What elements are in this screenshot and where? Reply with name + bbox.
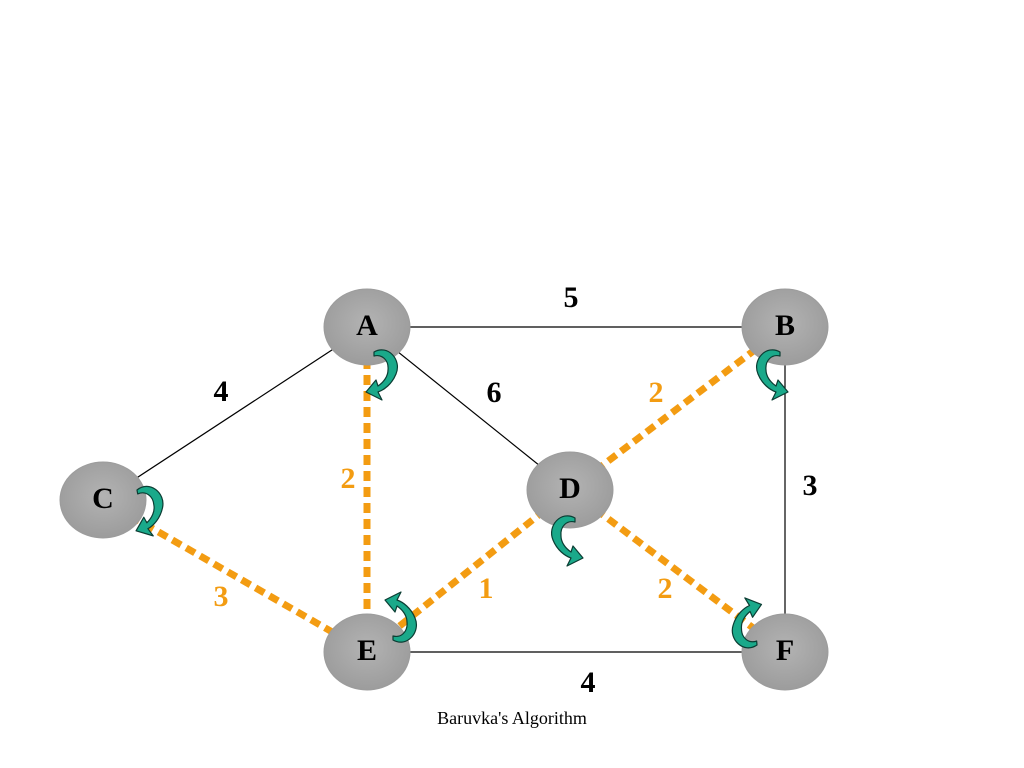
edge-weight-bf: 3: [803, 469, 818, 502]
arrows-layer: [135, 349, 789, 649]
node-circle: [323, 288, 411, 366]
edge-weight-ce: 3: [214, 580, 229, 613]
edge-weight-db: 2: [649, 376, 664, 409]
node-circle: [741, 613, 829, 691]
mst-edge-de: [364, 487, 573, 655]
edge-weight-de: 1: [479, 572, 494, 605]
mst-edge-df: [567, 487, 788, 655]
edge-weight-ae: 2: [341, 462, 356, 495]
curved-arrow-icon-c: [135, 485, 164, 537]
nodes-layer: A B C D E F: [59, 288, 829, 691]
node-circle: [526, 451, 614, 529]
curved-arrow-icon-a: [365, 349, 398, 401]
node-label: E: [357, 634, 377, 667]
node-circle: [323, 613, 411, 691]
edge-weight-ad: 6: [487, 376, 502, 409]
node-label: C: [92, 482, 114, 515]
node-circle: [59, 461, 147, 539]
curved-arrow-icon-d: [551, 515, 584, 567]
curved-arrow-icon-f: [731, 597, 763, 649]
node-c: C: [59, 461, 147, 539]
weights-layer: 5 4 6 3 4 2 3 1 2 2: [214, 281, 818, 699]
node-b: B: [741, 288, 829, 366]
mst-edge-db: [567, 324, 788, 493]
edges-layer: [101, 324, 788, 656]
edge-weight-ab: 5: [564, 281, 579, 314]
edge-weight-ef: 4: [581, 666, 596, 699]
diagram-caption: Baruvka's Algorithm: [437, 708, 587, 728]
node-e: E: [323, 613, 411, 691]
node-label: F: [776, 634, 794, 667]
node-f: F: [741, 613, 829, 691]
curved-arrow-icon-b: [756, 349, 789, 401]
node-label: B: [775, 309, 795, 342]
edge-ad: [366, 326, 571, 491]
node-label: A: [356, 309, 378, 342]
edge-ac: [102, 326, 368, 501]
node-d: D: [526, 451, 614, 529]
edge-weight-df: 2: [658, 572, 673, 605]
curved-arrow-icon-e: [384, 591, 417, 643]
edge-weight-ac: 4: [214, 375, 229, 408]
node-label: D: [559, 472, 581, 505]
node-a: A: [323, 288, 411, 366]
node-circle: [741, 288, 829, 366]
